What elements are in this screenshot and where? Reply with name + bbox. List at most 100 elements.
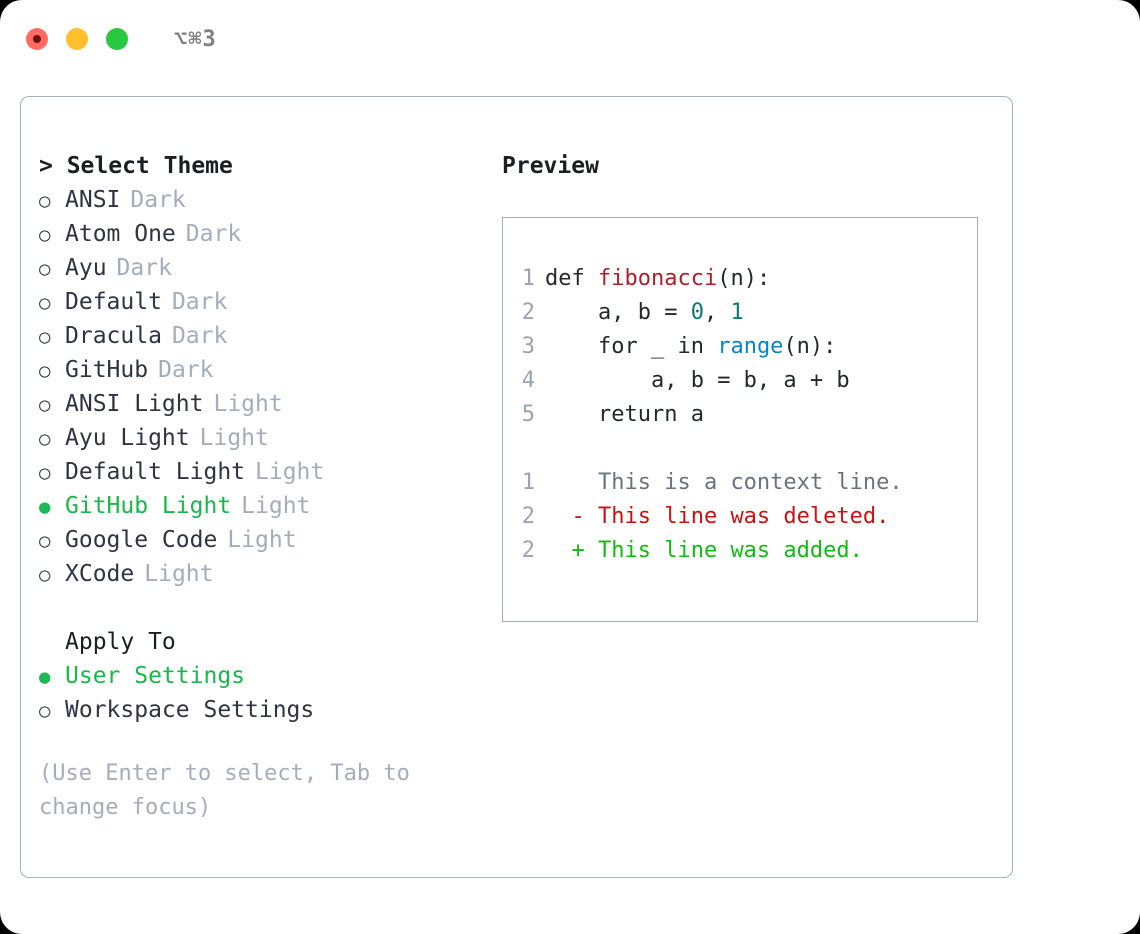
code-line: 1 This is a context line.: [503, 466, 977, 500]
radio-selected-icon: ●: [39, 666, 51, 688]
radio-unselected-icon: ○: [39, 258, 51, 280]
code-line-number: 5: [521, 402, 535, 427]
code-token: This is a context line.: [571, 470, 903, 495]
radio-selected-icon: ●: [39, 496, 51, 518]
theme-variant-tag: Dark: [171, 289, 228, 315]
theme-variant-tag: Light: [144, 561, 214, 587]
code-line: 1 def fibonacci(n):: [503, 262, 977, 296]
code-line-number: [503, 432, 545, 466]
keyboard-hint-text: (Use Enter to select, Tab to change focu…: [39, 761, 410, 820]
theme-item[interactable]: ○ ANSI Light Light: [39, 387, 479, 421]
code-line: 2 - This line was deleted.: [503, 500, 977, 534]
code-token: + This line was added.: [571, 538, 863, 563]
theme-item[interactable]: ○ Default Dark: [39, 285, 479, 319]
theme-item[interactable]: ○ Atom One Dark: [39, 217, 479, 251]
apply-to-label: User Settings: [65, 663, 246, 689]
code-token: fibonacci: [597, 266, 718, 291]
close-icon: [33, 35, 41, 43]
theme-variant-tag: Light: [241, 493, 311, 519]
code-line-number: 1: [521, 470, 535, 495]
minimize-window-button[interactable]: [66, 28, 88, 50]
code-line: 2 a, b = 0, 1: [503, 296, 977, 330]
theme-variant-tag: Dark: [185, 221, 242, 247]
close-window-button[interactable]: [26, 28, 48, 50]
code-token: a, b = b, a + b: [650, 368, 850, 393]
code-line-text: a, b = b, a + b: [545, 364, 850, 398]
theme-label: Google Code: [65, 527, 218, 553]
code-line: [503, 432, 977, 466]
radio-unselected-icon: ○: [39, 462, 51, 484]
code-token: def: [545, 266, 598, 291]
theme-label: Default: [65, 289, 162, 315]
theme-item[interactable]: ○ Dracula Dark: [39, 319, 479, 353]
code-line-text: def fibonacci(n):: [545, 262, 770, 296]
code-line-number: 2: [521, 504, 535, 529]
radio-unselected-icon: ○: [39, 530, 51, 552]
theme-item[interactable]: ○ Google Code Light: [39, 523, 479, 557]
theme-label: Default Light: [65, 459, 246, 485]
maximize-window-button[interactable]: [106, 28, 128, 50]
theme-label: XCode: [65, 561, 135, 587]
section-spacer: [39, 591, 479, 625]
apply-to-item[interactable]: ○ Workspace Settings: [39, 693, 479, 727]
select-theme-header: > Select Theme: [39, 153, 233, 179]
code-line: 4 a, b = b, a + b: [503, 364, 977, 398]
code-line-number: 4: [521, 368, 535, 393]
theme-label: GitHub Light: [65, 493, 232, 519]
code-token: return a: [597, 402, 704, 427]
radio-unselected-icon: ○: [39, 394, 51, 416]
theme-variant-tag: Light: [227, 527, 297, 553]
code-line-text: return a: [545, 398, 704, 432]
theme-label: Atom One: [65, 221, 176, 247]
apply-to-label: Workspace Settings: [65, 697, 315, 723]
code-line-number: 2: [521, 538, 535, 563]
radio-unselected-icon: ○: [39, 326, 51, 348]
theme-variant-tag: Light: [213, 391, 283, 417]
radio-unselected-icon: ○: [39, 564, 51, 586]
code-line-number: 1: [521, 266, 535, 291]
radio-unselected-icon: ○: [39, 700, 51, 722]
code-token: 1: [730, 300, 744, 325]
code-token: (n):: [783, 334, 837, 359]
theme-label: ANSI: [65, 187, 121, 213]
theme-item[interactable]: ○ Ayu Dark: [39, 251, 479, 285]
radio-unselected-icon: ○: [39, 224, 51, 246]
code-line-number: 3: [521, 334, 535, 359]
code-token: ,: [703, 300, 731, 325]
theme-item[interactable]: ● GitHub Light Light: [39, 489, 479, 523]
theme-variant-tag: Dark: [116, 255, 172, 281]
radio-unselected-icon: ○: [39, 292, 51, 314]
code-line-text: a, b = 0, 1: [545, 296, 744, 330]
code-token: - This line was deleted.: [571, 504, 890, 529]
code-line-text: - This line was deleted.: [545, 500, 890, 534]
radio-unselected-icon: ○: [39, 190, 51, 212]
code-line-number: 2: [521, 300, 535, 325]
radio-unselected-icon: ○: [39, 428, 51, 450]
theme-label: Ayu Light: [65, 425, 190, 451]
apply-to-list[interactable]: ● User Settings ○ Workspace Settings: [39, 659, 479, 727]
code-line: 5 return a: [503, 398, 977, 432]
theme-label: ANSI Light: [65, 391, 204, 417]
theme-item[interactable]: ○ XCode Light: [39, 557, 479, 591]
code-line: 2 + This line was added.: [503, 534, 977, 568]
theme-label: Ayu: [65, 255, 107, 281]
code-token: for _ in: [597, 334, 718, 359]
keyboard-shortcut-label: ⌥⌘3: [174, 26, 217, 52]
code-token: (n):: [717, 266, 771, 291]
theme-label: Dracula: [65, 323, 162, 349]
theme-variant-tag: Dark: [171, 323, 228, 349]
apply-to-item[interactable]: ● User Settings: [39, 659, 479, 693]
apply-to-header: Apply To: [65, 629, 176, 655]
theme-label: GitHub: [65, 357, 149, 383]
